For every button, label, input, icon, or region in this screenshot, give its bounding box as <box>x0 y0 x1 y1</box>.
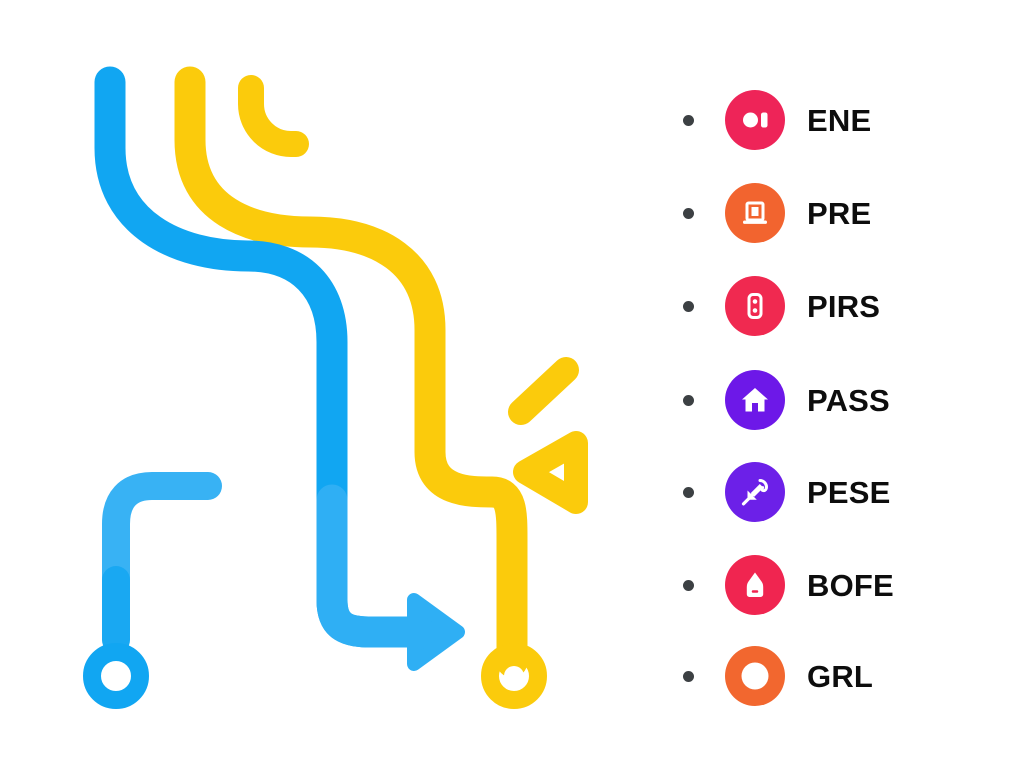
legend-item-label: PRE <box>807 195 872 231</box>
legend-item-pese[interactable]: PESE <box>660 462 891 522</box>
legend-item-grl[interactable]: GRL <box>660 646 874 706</box>
routing-path-illustration <box>83 66 588 709</box>
circle-and-bar-icon <box>725 90 785 150</box>
yellow-main-path <box>174 66 528 678</box>
legend-list: ENE PRE PIRS <box>660 0 1024 768</box>
legend-bullet <box>683 486 694 498</box>
yellow-diagonal-dash <box>508 357 579 425</box>
legend-bullet <box>683 300 694 312</box>
legend-item-pirs[interactable]: PIRS <box>660 276 881 336</box>
legend-item-ene[interactable]: ENE <box>660 90 872 150</box>
legend-item-label: BOFE <box>807 567 894 603</box>
yellow-triangle-marker <box>513 431 588 514</box>
legend-bullet <box>683 670 694 682</box>
traffic-light-icon <box>725 276 785 336</box>
blue-node-endpoint <box>83 643 149 709</box>
monitor-icon <box>725 183 785 243</box>
blue-main-path-highlight <box>316 484 428 648</box>
legend-bullet <box>683 394 694 406</box>
legend-item-bofe[interactable]: BOFE <box>660 555 894 615</box>
legend-item-label: GRL <box>807 658 874 694</box>
blue-branch-path <box>102 472 222 650</box>
yellow-node-endpoint <box>481 643 547 709</box>
legend-item-label: PASS <box>807 382 890 418</box>
legend-bullet <box>683 114 694 126</box>
legend-item-label: ENE <box>807 102 872 138</box>
legend-item-pass[interactable]: PASS <box>660 370 890 430</box>
yellow-hook-arc <box>238 75 309 157</box>
legend-item-label: PIRS <box>807 288 881 324</box>
home-icon <box>725 370 785 430</box>
pushpin-icon <box>725 462 785 522</box>
legend-bullet <box>683 207 694 219</box>
legend-bullet <box>683 579 694 591</box>
ring-icon <box>725 646 785 706</box>
yellow-node-hole <box>504 666 524 686</box>
bottle-icon <box>725 555 785 615</box>
legend-item-pre[interactable]: PRE <box>660 183 872 243</box>
blue-arrow-head <box>407 593 465 671</box>
blue-main-path <box>94 66 428 648</box>
legend-item-label: PESE <box>807 474 891 510</box>
blue-node-hole <box>106 666 126 686</box>
